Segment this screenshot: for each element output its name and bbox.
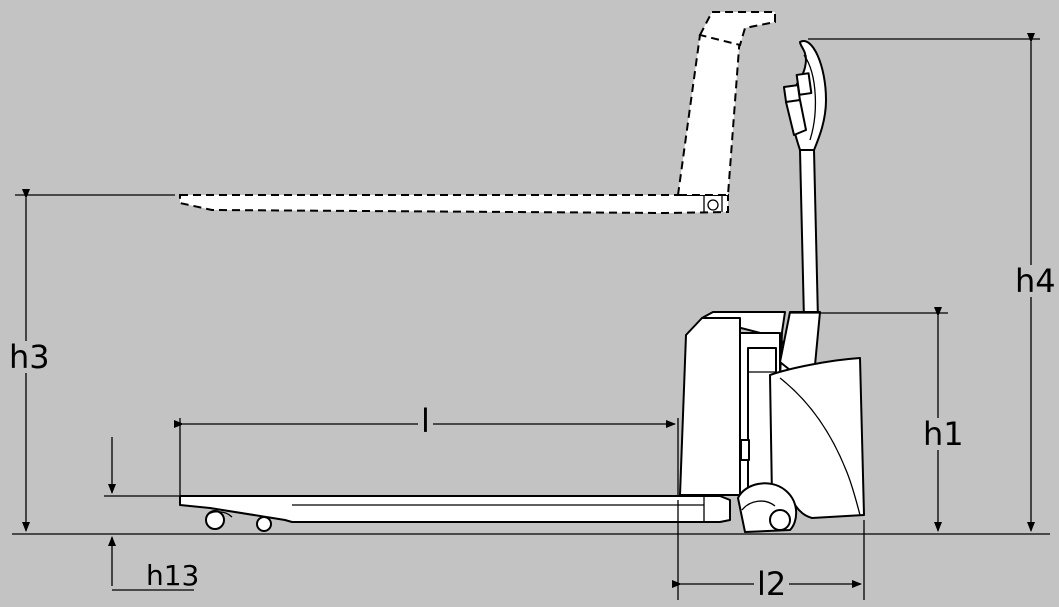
tiller-handle [782,40,827,321]
label-l: l [418,405,433,437]
label-h13: h13 [146,559,200,592]
label-h3: h3 [6,341,53,373]
truck-body [679,311,865,533]
label-l2: l2 [754,568,790,600]
label-h1: h1 [920,418,967,450]
raised-fork-ghost [179,11,776,215]
fork-lowered [179,495,731,532]
label-h4: h4 [1012,265,1059,297]
dimension-h13 [104,437,194,591]
